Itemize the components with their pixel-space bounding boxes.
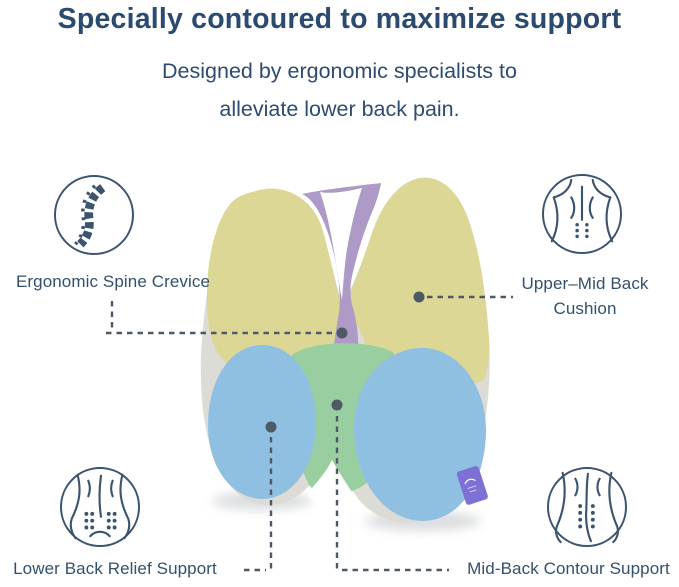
pillow-crevice-notch xyxy=(320,188,362,300)
pillow-bottom-cleft xyxy=(309,460,356,508)
mid-back-callout-line xyxy=(335,416,449,572)
mid-back-icon xyxy=(547,467,627,547)
lower-back-callout-line xyxy=(244,437,273,572)
spine-icon xyxy=(54,175,134,255)
upper-back-anchor-dot xyxy=(413,291,425,303)
lower-back-anchor-dot xyxy=(265,421,277,433)
pillow-upper-right-lobe xyxy=(345,177,490,389)
pillow-upper-left-lobe xyxy=(206,188,341,376)
upper-back-icon xyxy=(542,174,622,254)
mid-back-label: Mid-Back Contour Support xyxy=(467,559,670,578)
page-title: Specially contoured to maximize support xyxy=(57,3,622,35)
lower-back-label: Lower Back Relief Support xyxy=(13,559,217,578)
spine-crevice-anchor-dot xyxy=(336,327,348,339)
spine-crevice-label: Ergonomic Spine Crevice xyxy=(15,272,211,291)
subtitle-line-1: Designed by ergonomic specialists to xyxy=(162,59,517,83)
pillow-lower-right-lobe xyxy=(353,347,487,521)
brand-tag xyxy=(456,465,488,505)
mid-back-anchor-dot xyxy=(331,399,343,411)
subtitle-line-2: alleviate lower back pain. xyxy=(219,97,460,121)
upper-back-label-line-1: Upper–Mid Back xyxy=(521,274,649,293)
upper-back-label: Upper–Mid Back Cushion xyxy=(494,271,676,321)
upper-back-label-line-2: Cushion xyxy=(553,299,617,318)
lower-back-icon xyxy=(60,467,140,547)
pillow-lower-left-lobe xyxy=(208,345,317,499)
spine-crevice-callout-line xyxy=(106,301,334,335)
